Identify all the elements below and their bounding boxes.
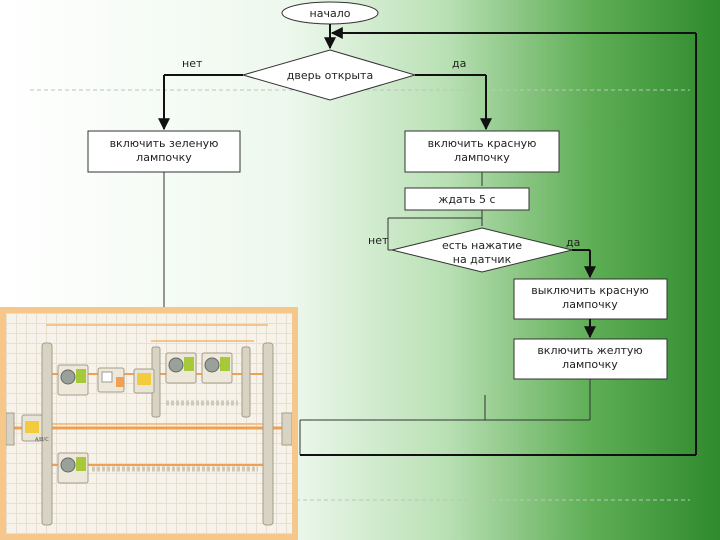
action-yellow-on — [513, 338, 668, 380]
action-red-off — [513, 278, 668, 320]
lamp-icon — [220, 357, 230, 371]
sensor-icon — [137, 373, 151, 385]
action-yellow-on-line2: лампочку — [562, 358, 618, 371]
action-red-off-line1: выключить красную — [531, 284, 649, 297]
branch-yes2-label: да — [566, 236, 580, 249]
switch-left-rail — [41, 342, 53, 526]
action-red-off-line2: лампочку — [562, 298, 618, 311]
gear-icon — [60, 457, 76, 473]
action-yellow-on-line1: включить желтую — [537, 344, 642, 357]
program-end-rail — [281, 412, 293, 446]
program-start-rail — [5, 412, 15, 446]
action-wait — [404, 187, 530, 211]
lamp-icon — [184, 357, 194, 371]
wait-indicator — [116, 377, 124, 387]
decision-sensor-pressed — [391, 227, 573, 273]
decision-sensor-line1: есть нажатие — [442, 239, 522, 252]
action-red-on-line2: лампочку — [454, 151, 510, 164]
block-tag: A/B/C — [35, 437, 49, 443]
lamp-icon — [76, 457, 86, 471]
branch-no2-label: нет — [368, 234, 389, 247]
program-canvas: A/B/C — [5, 313, 293, 534]
decision-door-open — [241, 49, 417, 101]
action-green-on-line1: включить зеленую — [110, 137, 219, 150]
clock-icon — [101, 371, 113, 383]
action-wait-label: ждать 5 с — [438, 193, 495, 206]
gear-icon — [60, 369, 76, 385]
inner-switch-right-rail — [241, 346, 251, 418]
sensor-icon — [25, 421, 39, 433]
program-blocks: A/B/C — [5, 324, 293, 526]
nxt-program-panel: A/B/C — [0, 307, 298, 540]
branch-no-label: нет — [182, 57, 203, 70]
decision-sensor-line2: на датчик — [453, 253, 512, 266]
action-red-on-line1: включить красную — [428, 137, 537, 150]
branch-yes-label: да — [452, 57, 466, 70]
action-green-on-line2: лампочку — [136, 151, 192, 164]
decision-door-open-label: дверь открыта — [287, 69, 373, 82]
gear-icon — [168, 357, 184, 373]
lamp-icon — [76, 369, 86, 383]
gear-icon — [204, 357, 220, 373]
start-label: начало — [310, 7, 351, 20]
switch-right-rail — [262, 342, 274, 526]
